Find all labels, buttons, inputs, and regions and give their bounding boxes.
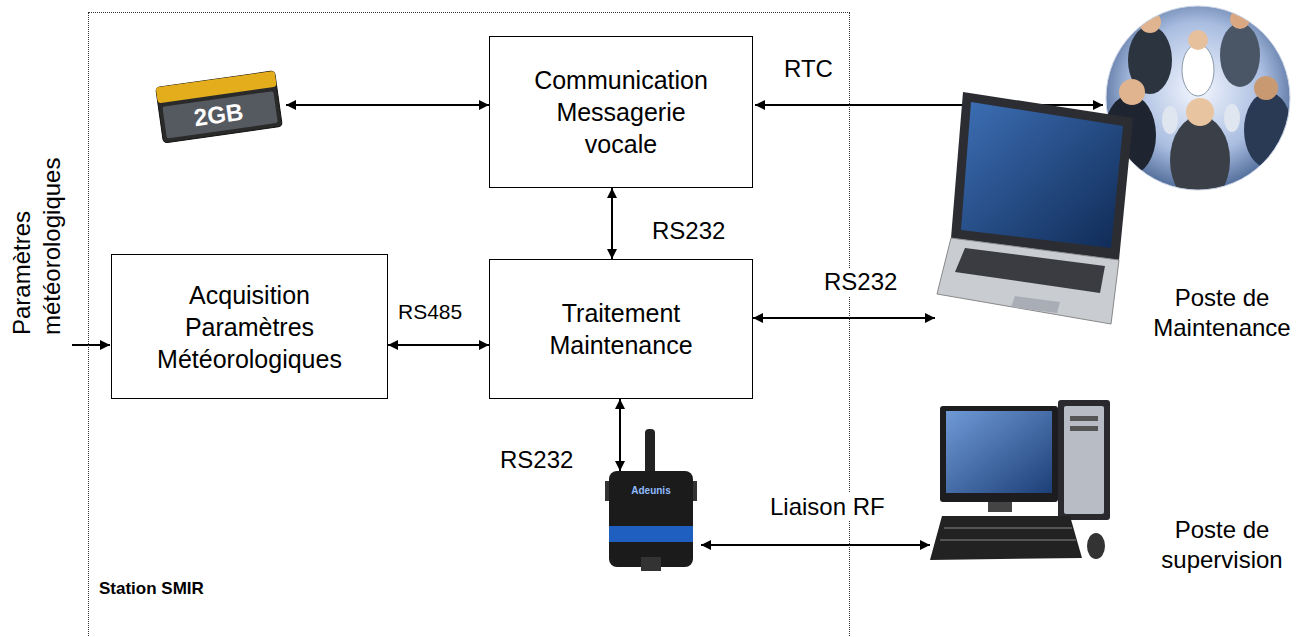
input-arrow (72, 344, 110, 346)
maintenance-laptop: Poste de Maintenance (935, 88, 1297, 356)
connector (611, 188, 613, 259)
radio-modem: Adeunis (601, 471, 701, 571)
process-box: Communication Messagerie vocale (489, 36, 753, 188)
connector (388, 344, 489, 346)
link-label: RTC (782, 55, 835, 83)
photo-rim (1106, 6, 1290, 190)
people-photo (1104, 6, 1292, 204)
memory-card: 2GB (151, 73, 286, 141)
node-text: Adeunis (631, 485, 670, 497)
connector (753, 317, 935, 319)
node-text: Traitement Maintenance (521, 297, 721, 361)
connector (286, 104, 489, 106)
node-text: Communication Messagerie vocale (521, 64, 721, 160)
process-box: Acquisition Paramètres Météorologiques (111, 254, 388, 399)
station-region: Station SMIR 2GB Communication Messagerie … (88, 12, 850, 637)
link-label: RS485 (396, 298, 464, 326)
link-label: RS232 (822, 268, 899, 296)
process-box: Traitement Maintenance (489, 259, 753, 399)
input-label: Paramètres météorologiques (7, 75, 67, 335)
node-text: Station SMIR (99, 579, 204, 599)
link-label: RS232 (498, 446, 575, 474)
connector (619, 399, 621, 471)
connector (701, 544, 930, 546)
node-text: Acquisition Paramètres Météorologiques (150, 279, 350, 375)
node-text: Poste de Maintenance (1147, 283, 1297, 343)
node-text: Poste de supervision (1147, 515, 1297, 575)
link-label: RS232 (650, 217, 727, 245)
link-label: Liaison RF (768, 493, 887, 521)
supervision-computer: Poste de supervision (930, 398, 1297, 586)
